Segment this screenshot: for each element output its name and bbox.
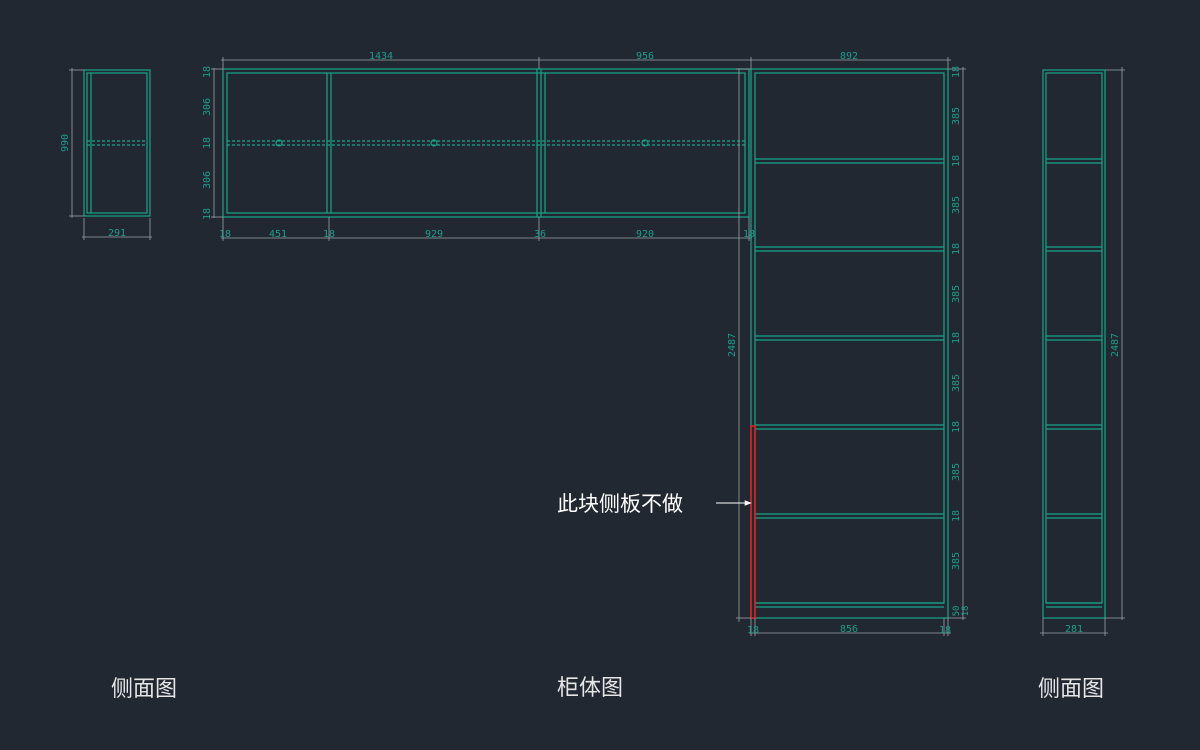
right-side-dimensions — [1040, 67, 1125, 636]
dim-right-side-height: 2487 — [1110, 333, 1121, 357]
right-side-inner-panel — [1045, 72, 1103, 604]
upper-cabinet-dimensions — [211, 57, 951, 241]
annotation-note: 此块侧板不做 — [557, 492, 683, 516]
dim-tall-right-12: 50 — [952, 606, 962, 617]
upper-cabinet-inner — [226, 72, 746, 214]
upper-cabinet-outer — [222, 68, 750, 218]
upper-shelf-pin-3 — [641, 139, 649, 147]
left-side-dimensions — [69, 68, 152, 240]
left-side-outer-panel — [83, 69, 151, 217]
upper-shelf-pin-2 — [430, 139, 438, 147]
tall-cabinet — [750, 68, 949, 619]
dim-tall-bottom-0: 18 — [747, 625, 759, 636]
caption-cabinet-view: 柜体图 — [557, 676, 624, 701]
dim-tall-right-6: 18 — [951, 332, 962, 344]
dim-upper-bottom-3: 929 — [425, 229, 443, 240]
tall-cabinet-dimensions — [736, 67, 966, 636]
dim-upper-bottom-6: 18 — [743, 229, 755, 240]
left-side-inner-panel — [86, 72, 148, 214]
dim-tall-right-8: 18 — [951, 421, 962, 433]
upper-cabinet — [222, 68, 750, 218]
dim-upper-bottom-1: 451 — [269, 229, 287, 240]
right-side-view — [1042, 69, 1106, 619]
dim-tall-right-11: 385 — [951, 552, 962, 570]
dim-upper-bottom-2: 18 — [323, 229, 335, 240]
dim-tall-right-1: 385 — [951, 107, 962, 125]
dim-upper-left-0: 18 — [202, 66, 213, 78]
dim-tall-right-5: 385 — [951, 285, 962, 303]
dim-upper-bottom-5: 920 — [636, 229, 654, 240]
dim-tall-right-10: 18 — [951, 510, 962, 522]
dim-upper-left-1: 306 — [202, 98, 213, 116]
caption-right-side-view: 侧面图 — [1038, 677, 1105, 702]
dim-upper-left-2: 18 — [202, 137, 213, 149]
dim-upper-left-4: 18 — [202, 208, 213, 220]
dim-upper-left-3: 306 — [202, 171, 213, 189]
dim-upper-bottom-0: 18 — [219, 229, 231, 240]
dim-upper-bottom-4: 36 — [534, 229, 546, 240]
dim-tall-right-2: 18 — [951, 155, 962, 167]
dim-tall-height: 2487 — [727, 333, 738, 357]
dim-top-1434: 1434 — [369, 51, 393, 62]
dim-top-956: 956 — [636, 51, 654, 62]
left-side-view — [83, 69, 151, 217]
dim-top-892: 892 — [840, 51, 858, 62]
dim-tall-right-4: 18 — [951, 243, 962, 255]
dim-tall-right-9: 385 — [951, 463, 962, 481]
dim-tall-right-7: 385 — [951, 374, 962, 392]
right-side-outer-panel — [1042, 69, 1106, 619]
caption-left-side-view: 侧面图 — [111, 677, 178, 702]
upper-shelf-pin-1 — [275, 139, 283, 147]
dim-left-side-height: 990 — [60, 134, 71, 152]
dim-tall-right-3: 385 — [951, 196, 962, 214]
removed-side-panel-highlight[interactable] — [750, 425, 756, 619]
dim-tall-bottom-1: 856 — [840, 624, 858, 635]
dim-tall-bottom-2: 18 — [939, 625, 951, 636]
tall-cabinet-inner — [754, 72, 945, 604]
dim-left-side-width: 291 — [108, 228, 126, 239]
tall-cabinet-outer — [750, 68, 949, 619]
dim-tall-right-13: 18 — [961, 606, 971, 617]
dim-right-side-width: 281 — [1065, 624, 1083, 635]
dim-tall-right-0: 18 — [951, 66, 962, 78]
